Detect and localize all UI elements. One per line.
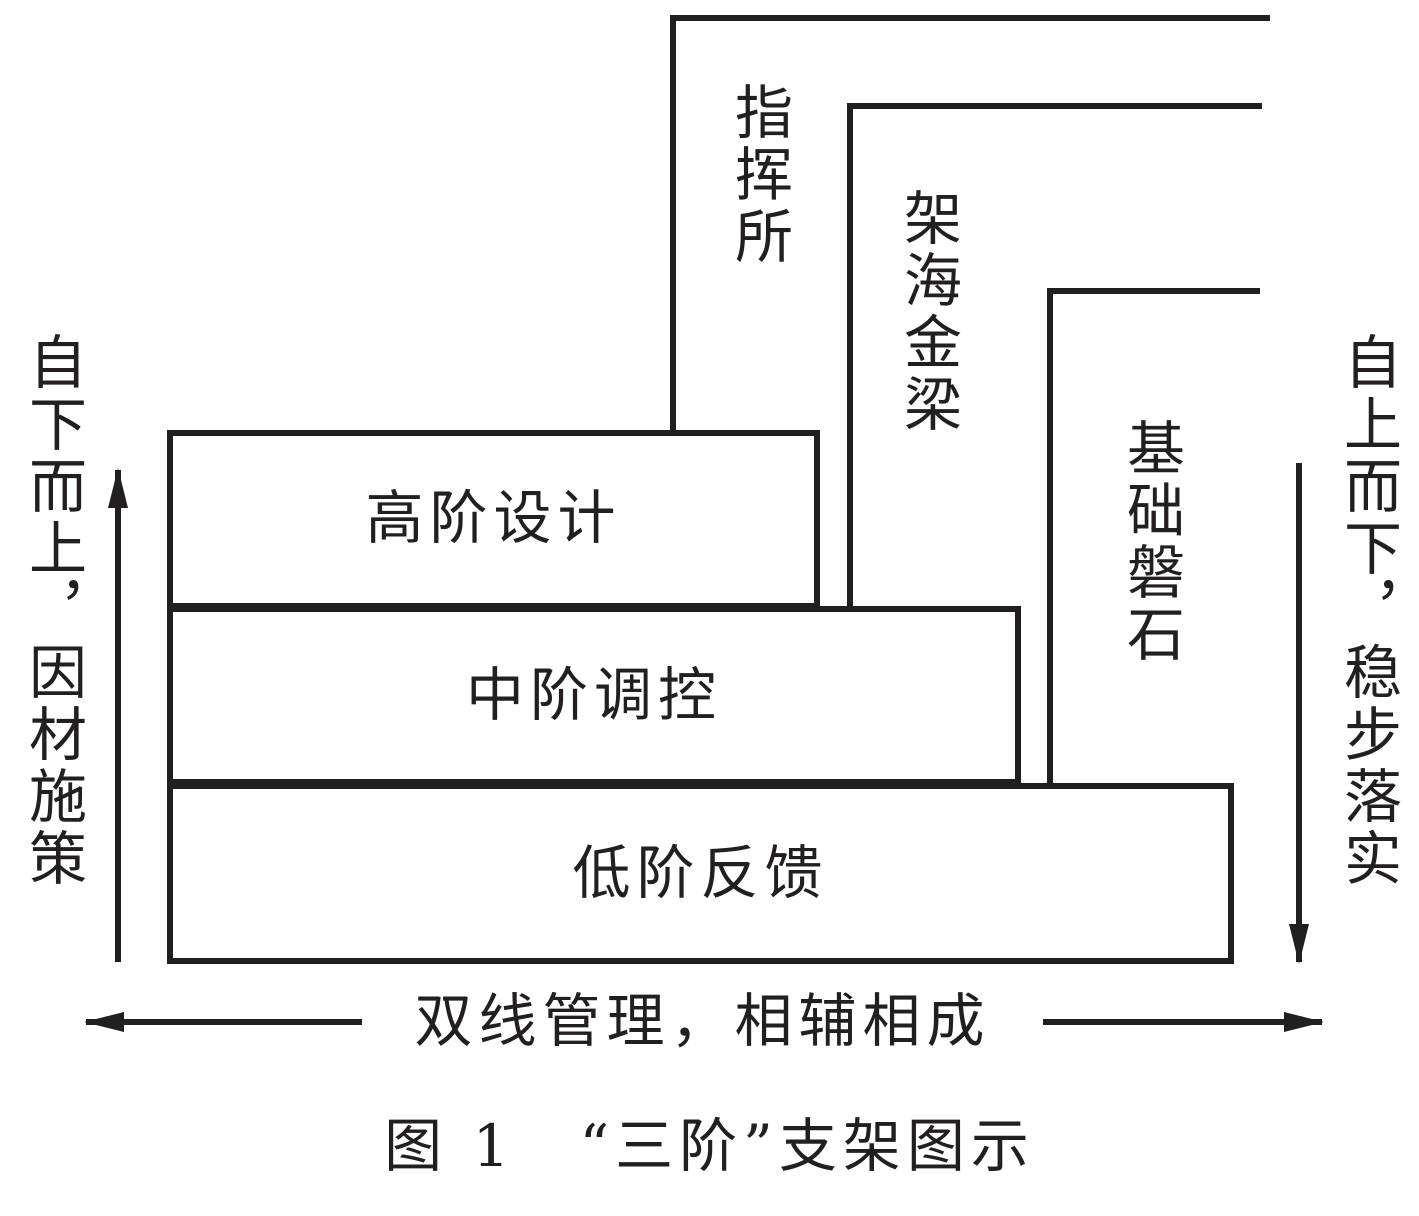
pillar-label-command: 指挥所: [725, 82, 793, 268]
pillar-foundation-outline: [1047, 288, 1260, 786]
bottom-label: 双线管理，相辅相成: [414, 987, 991, 1055]
tier-box-mid: [167, 606, 1021, 785]
tier-label-low: 低阶反馈: [572, 839, 829, 907]
pillar-command-outline: [670, 15, 1270, 433]
tier-box-low: [167, 783, 1234, 964]
tier-label-mid: 中阶调控: [465, 661, 722, 729]
pillar-label-foundation: 基础磐石: [1117, 418, 1185, 666]
figure-caption: 图 1 “三阶”支架图示: [384, 1112, 1035, 1180]
tier-label-high: 高阶设计: [365, 484, 622, 552]
side-label-left: 自下而上，因材施策: [19, 332, 87, 890]
pillar-label-bridge: 架海金梁: [894, 188, 962, 436]
pillar-bridge-outline: [847, 103, 1262, 609]
side-label-right: 自上而下，稳步落实: [1334, 332, 1402, 890]
